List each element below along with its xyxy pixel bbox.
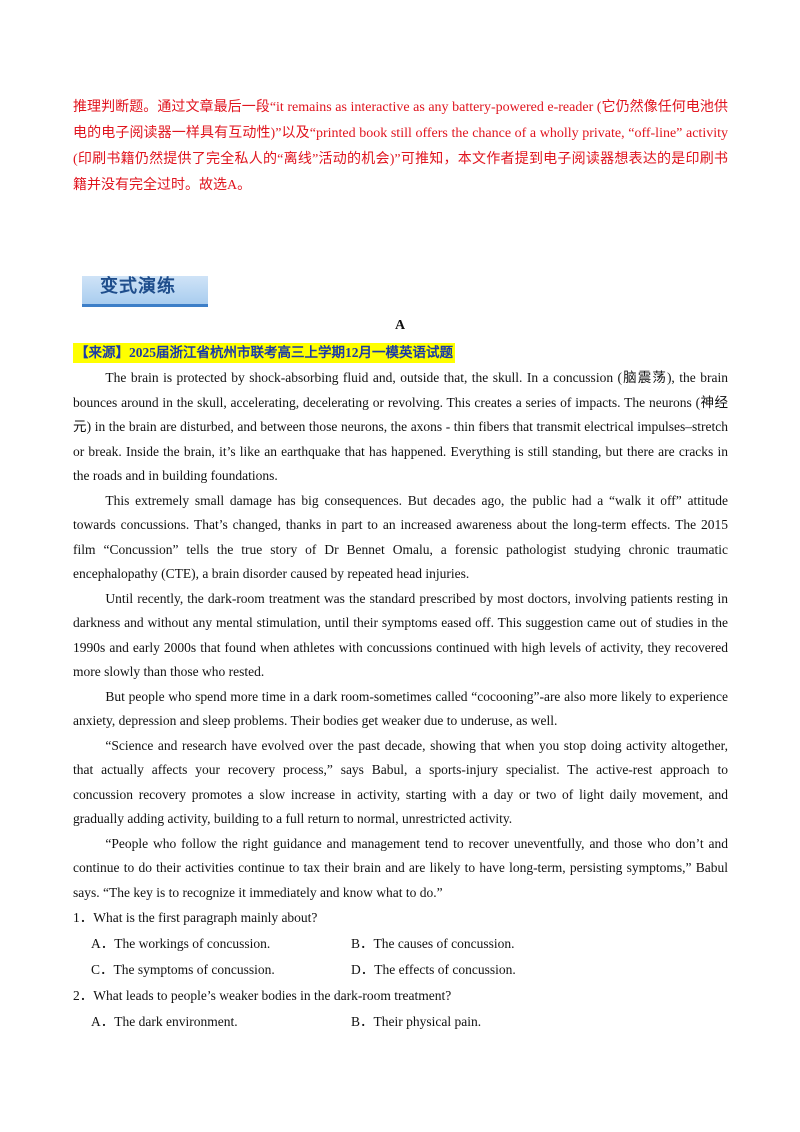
paragraph-5: “Science and research have evolved over … xyxy=(73,737,728,827)
paragraph-6: “People who follow the right guidance an… xyxy=(73,835,728,900)
option-c: C．The symptoms of concussion. xyxy=(91,962,275,977)
option-b: B．The causes of concussion. xyxy=(351,936,515,951)
passage-letter: A xyxy=(394,318,406,333)
section-banner: 变式演练 xyxy=(82,268,210,307)
reading-passage: The brain is protected by shock-absorbin… xyxy=(73,366,728,905)
paragraph-2: This extremely small damage has big cons… xyxy=(73,492,728,582)
question-stem: 1．What is the first paragraph mainly abo… xyxy=(73,910,318,925)
question-1: 1．What is the first paragraph mainly abo… xyxy=(73,905,728,983)
paragraph-4: But people who spend more time in a dark… xyxy=(73,688,728,729)
option-d: D．The effects of concussion. xyxy=(351,962,516,977)
options-grid: A．The dark environment. B．Their physical… xyxy=(73,1009,728,1035)
option-b: B．Their physical pain. xyxy=(351,1014,482,1029)
answer-analysis: 推理判断题。通过文章最后一段“it remains as interactive… xyxy=(73,100,728,193)
banner-bar xyxy=(82,276,208,307)
source-line: 【来源】2025届浙江省杭州市联考高三上学期12月一模英语试题 xyxy=(73,343,455,363)
question-2: 2．What leads to people’s weaker bodies i… xyxy=(73,983,728,1035)
paragraph-3: Until recently, the dark-room treatment … xyxy=(73,590,728,680)
banner-title: 变式演练 xyxy=(100,276,176,297)
question-stem: 2．What leads to people’s weaker bodies i… xyxy=(73,988,452,1003)
options-grid: A．The workings of concussion. B．The caus… xyxy=(73,931,728,983)
option-a: A．The dark environment. xyxy=(91,1014,238,1029)
paragraph-1: The brain is protected by shock-absorbin… xyxy=(73,370,728,483)
question-list: 1．What is the first paragraph mainly abo… xyxy=(73,905,728,1035)
option-a: A．The workings of concussion. xyxy=(91,936,271,951)
